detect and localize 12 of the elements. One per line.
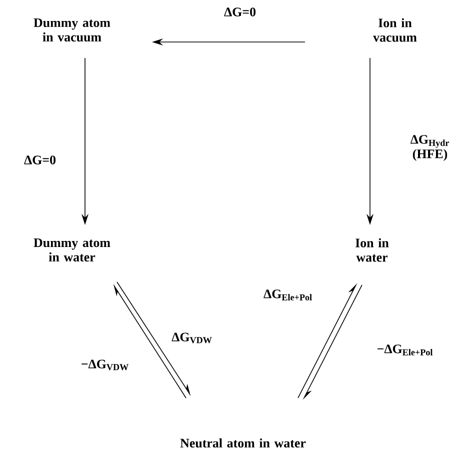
edge-label: ΔG=0 (224, 8, 256, 16)
edge-label: ΔG$_{Ele+Pol}$ (264, 290, 312, 300)
state-label: Ion in water (356, 238, 389, 262)
edge-label: ΔG$_{VDW}$ (172, 332, 212, 344)
state-label: Ion in vacuum (373, 18, 417, 42)
state-label: Neutral atom in water (180, 438, 306, 448)
edge-label: ΔG$_{Hydr}$ (HFE) (410, 135, 449, 161)
state-label: Dummy atom in water (34, 238, 110, 262)
edge-label: ΔG=0 (24, 156, 56, 164)
state-label: Dummy atom in vacuum (34, 18, 110, 42)
edge-label: −ΔG$_{VDW}$ (82, 360, 128, 370)
edge-label: −ΔG$_{Ele+Pol}$ (377, 344, 433, 356)
